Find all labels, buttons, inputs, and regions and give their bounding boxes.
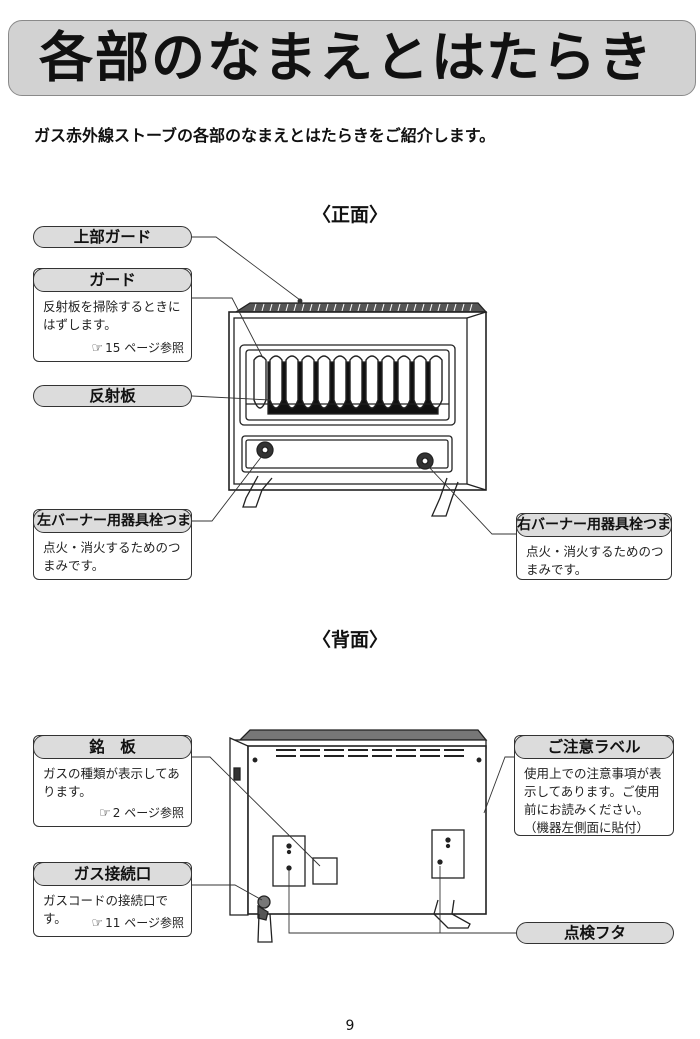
right-knob-box: 右バーナー用器具栓つまみ 点火・消火するためのつまみです。 bbox=[516, 513, 672, 580]
caution-label-title: ご注意ラベル bbox=[514, 735, 674, 759]
guard-box: ガード 反射板を掃除するときにはずします。 ☞15 ページ参照 bbox=[33, 268, 192, 362]
pointing-hand-icon: ☞ bbox=[91, 341, 104, 356]
reflector-label: 反射板 bbox=[33, 385, 192, 407]
gas-inlet-description: ガスコードの接続口です。 bbox=[43, 893, 169, 926]
guard-reference: ☞15 ページ参照 bbox=[91, 341, 184, 356]
right-knob-label: 右バーナー用器具栓つまみ bbox=[516, 513, 672, 537]
guard-description: 反射板を掃除するときにはずします。 bbox=[43, 299, 181, 332]
pointing-hand-icon: ☞ bbox=[99, 806, 111, 821]
front-heater-drawing bbox=[228, 302, 488, 517]
intro-text: ガス赤外線ストーブの各部のなまえとはたらきをご紹介します。 bbox=[34, 126, 496, 145]
front-heading: 〈正面〉 bbox=[311, 204, 388, 226]
nameplate-label: 銘 板 bbox=[33, 735, 192, 759]
left-knob-label: 左バーナー用器具栓つまみ bbox=[33, 509, 192, 533]
back-heater-drawing bbox=[229, 729, 488, 943]
gas-inlet-box: ガス接続口 ガスコードの接続口です。 ☞11 ページ参照 bbox=[33, 862, 192, 937]
nameplate-reference: ☞2 ページ参照 bbox=[99, 806, 184, 821]
right-knob-description: 点火・消火するためのつまみです。 bbox=[526, 544, 664, 577]
nameplate-box: 銘 板 ガスの種類が表示してあります。 ☞2 ページ参照 bbox=[33, 735, 192, 827]
upper-guard-label: 上部ガード bbox=[33, 226, 192, 248]
left-knob-box: 左バーナー用器具栓つまみ 点火・消火するためのつまみです。 bbox=[33, 509, 192, 580]
nameplate-description: ガスの種類が表示してあります。 bbox=[43, 766, 180, 799]
pointing-hand-icon: ☞ bbox=[91, 916, 104, 931]
leader-lines bbox=[191, 236, 516, 934]
left-knob-description: 点火・消火するためのつまみです。 bbox=[43, 540, 181, 573]
caution-label-description: 使用上での注意事項が表示してあります。ご使用前にお読みください。（機器左側面に貼… bbox=[524, 766, 662, 835]
caution-label-box: ご注意ラベル 使用上での注意事項が表示してあります。ご使用前にお読みください。（… bbox=[514, 735, 674, 836]
back-heading: 〈背面〉 bbox=[311, 629, 388, 651]
gas-inlet-reference: ☞11 ページ参照 bbox=[91, 916, 184, 931]
page-number: 9 bbox=[345, 1018, 355, 1034]
page-title: 各部のなまえとはたらき bbox=[39, 26, 654, 89]
title-bar: 各部のなまえとはたらき bbox=[8, 20, 696, 96]
gas-inlet-label: ガス接続口 bbox=[33, 862, 192, 886]
guard-label: ガード bbox=[33, 268, 192, 292]
inspection-cover-label: 点検フタ bbox=[516, 922, 674, 944]
